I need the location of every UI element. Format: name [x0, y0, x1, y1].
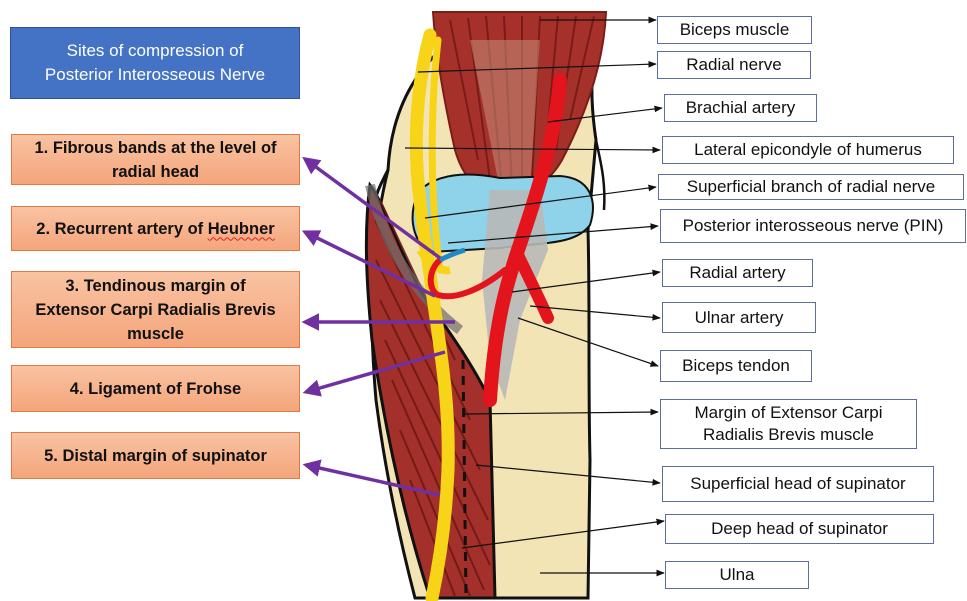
- title-line-2: Posterior Interosseous Nerve: [45, 63, 265, 87]
- site-4-box: 4. Ligament of Frohse: [11, 365, 300, 412]
- site-2-prefix: 2. Recurrent artery of: [36, 220, 207, 238]
- label-radial-nerve-text: Radial nerve: [686, 54, 781, 76]
- site-5-line-1: 5. Distal margin of supinator: [44, 444, 267, 468]
- label-pin: Posterior interosseous nerve (PIN): [660, 209, 966, 243]
- label-biceps-tendon: Biceps tendon: [660, 350, 812, 382]
- site-3-line-2: Extensor Carpi Radialis Brevis: [35, 298, 275, 322]
- label-lateral-epicondyle-text: Lateral epicondyle of humerus: [694, 139, 922, 161]
- label-lateral-epicondyle: Lateral epicondyle of humerus: [662, 136, 954, 164]
- label-deep-supinator: Deep head of supinator: [665, 514, 934, 544]
- label-brachial-artery-text: Brachial artery: [686, 97, 796, 119]
- label-superficial-branch: Superficial branch of radial nerve: [658, 174, 964, 200]
- site-2-box: 2. Recurrent artery of Heubner: [11, 206, 300, 251]
- label-pin-text: Posterior interosseous nerve (PIN): [683, 215, 944, 237]
- label-radial-artery-text: Radial artery: [689, 262, 785, 284]
- site-1-line-1: 1. Fibrous bands at the level of: [34, 136, 276, 160]
- label-deep-supinator-text: Deep head of supinator: [711, 518, 888, 540]
- label-radial-nerve: Radial nerve: [657, 51, 811, 79]
- label-biceps-tendon-text: Biceps tendon: [682, 355, 790, 377]
- site-1-box: 1. Fibrous bands at the level of radial …: [11, 134, 300, 185]
- label-superficial-supinator: Superficial head of supinator: [662, 466, 934, 502]
- label-brachial-artery: Brachial artery: [664, 94, 817, 122]
- site-1-line-2: radial head: [112, 160, 199, 184]
- label-radial-artery: Radial artery: [662, 259, 813, 287]
- label-ecrb-margin: Margin of Extensor Carpi Radialis Brevis…: [660, 399, 917, 449]
- label-ulna-text: Ulna: [720, 564, 755, 586]
- site-2-text: 2. Recurrent artery of Heubner: [36, 217, 274, 241]
- label-biceps-muscle: Biceps muscle: [657, 16, 812, 44]
- site-3-line-1: 3. Tendinous margin of: [65, 274, 245, 298]
- label-ecrb-margin-line-1: Margin of Extensor Carpi: [694, 402, 882, 424]
- label-ulna: Ulna: [665, 561, 809, 589]
- label-ulnar-artery-text: Ulnar artery: [695, 307, 784, 329]
- site-2-word: Heubner: [208, 220, 275, 238]
- site-5-box: 5. Distal margin of supinator: [11, 432, 300, 479]
- label-superficial-supinator-text: Superficial head of supinator: [690, 473, 905, 495]
- site-3-line-3: muscle: [127, 322, 184, 346]
- label-biceps-muscle-text: Biceps muscle: [680, 19, 790, 41]
- site-4-line-1: 4. Ligament of Frohse: [70, 377, 241, 401]
- title-line-1: Sites of compression of: [67, 39, 244, 63]
- label-ecrb-margin-line-2: Radialis Brevis muscle: [703, 424, 874, 446]
- diagram-title: Sites of compression of Posterior Intero…: [10, 27, 300, 99]
- label-superficial-branch-text: Superficial branch of radial nerve: [687, 176, 936, 198]
- label-ulnar-artery: Ulnar artery: [662, 302, 816, 333]
- site-3-box: 3. Tendinous margin of Extensor Carpi Ra…: [11, 271, 300, 348]
